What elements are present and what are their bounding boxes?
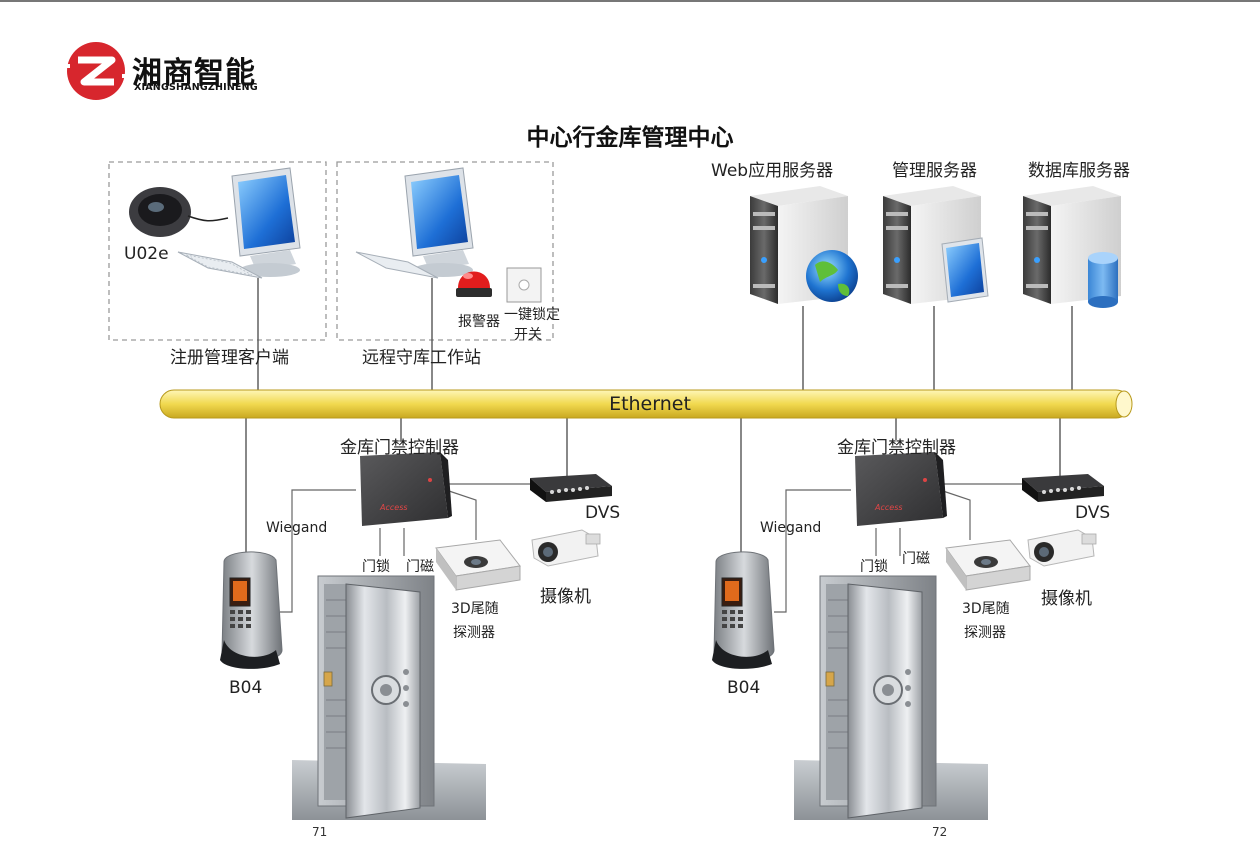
top-rule [0, 0, 1260, 2]
alarm-label: 报警器 [458, 314, 500, 330]
camera-left-label: 摄像机 [540, 587, 591, 607]
management-server-label: 管理服务器 [892, 161, 977, 181]
u02e-label: U02e [124, 244, 169, 264]
client-monitor-icon [231, 167, 301, 277]
detector-right-label-line2: 探测器 [964, 625, 1006, 641]
dvs-right-label: DVS [1075, 503, 1111, 523]
workstation-keyboard-icon [355, 251, 439, 279]
lock-switch-label-line1: 一键锁定 [504, 307, 560, 323]
door-magnet-right-label: 门磁 [902, 551, 930, 567]
diagram-title: 中心行金库管理中心 [526, 125, 734, 151]
bus-drop-lines [245, 278, 1073, 562]
workstation-label: 远程守库工作站 [362, 348, 481, 368]
controller-left-label: 金库门禁控制器 [340, 438, 459, 458]
workstation-monitor-icon [404, 167, 474, 277]
access-controller-right-icon: Access [855, 452, 947, 526]
ethernet-label: Ethernet [609, 393, 691, 415]
client-group-box [108, 161, 327, 341]
alarm-siren-icon [456, 271, 492, 297]
database-server-label: 数据库服务器 [1028, 161, 1130, 181]
brand-name-en: XIANGSHANGZHINENG [134, 82, 258, 93]
u02e-device-icon [129, 187, 229, 237]
lock-switch-label-line2: 开关 [514, 327, 542, 343]
b04-right-label: B04 [727, 678, 761, 698]
dvs-left-icon [530, 474, 612, 502]
ethernet-bus [159, 389, 1133, 419]
vault-door-right-icon [794, 575, 988, 820]
lock-switch-icon [506, 267, 542, 303]
camera-right-icon [1027, 529, 1097, 567]
wiegand-left-label: Wiegand [266, 520, 328, 536]
door-lock-left-label: 门锁 [362, 559, 390, 575]
database-server-icon [1023, 186, 1121, 308]
management-server-icon [883, 186, 989, 304]
brand-logo-icon [60, 42, 132, 100]
detector-left-label-line1: 3D尾随 [451, 601, 499, 617]
camera-right-label: 摄像机 [1041, 589, 1092, 609]
vault-left-section: Access [220, 452, 612, 820]
vault-door-left-icon [292, 575, 486, 820]
svg-text:Access: Access [379, 503, 408, 512]
b04-reader-right-icon [712, 551, 775, 669]
web-server-icon [750, 186, 858, 304]
3d-detector-right-icon [945, 539, 1031, 591]
3d-detector-left-icon [435, 539, 521, 591]
client-label: 注册管理客户端 [170, 348, 289, 368]
brand-name-cn: 湘商智能 [132, 56, 256, 91]
wiegand-right-label: Wiegand [760, 520, 822, 536]
access-controller-left-icon: Access [360, 452, 452, 526]
controller-right-label: 金库门禁控制器 [837, 438, 956, 458]
svg-text:Access: Access [874, 503, 903, 512]
dvs-right-icon [1022, 474, 1104, 502]
b04-reader-left-icon [220, 551, 283, 669]
page-number-left: 71 [312, 825, 328, 839]
dvs-left-label: DVS [585, 503, 621, 523]
camera-left-icon [531, 529, 601, 567]
detector-right-label-line1: 3D尾随 [962, 601, 1010, 617]
client-keyboard-icon [177, 251, 263, 279]
door-lock-right-label: 门锁 [860, 559, 888, 575]
vault-right-section: Access [712, 452, 1104, 820]
web-server-label: Web应用服务器 [711, 161, 834, 181]
detector-left-label-line2: 探测器 [453, 625, 495, 641]
door-magnet-left-label: 门磁 [406, 559, 434, 575]
page-number-right: 72 [932, 825, 948, 839]
b04-left-label: B04 [229, 678, 263, 698]
workstation-group-box [336, 161, 554, 341]
